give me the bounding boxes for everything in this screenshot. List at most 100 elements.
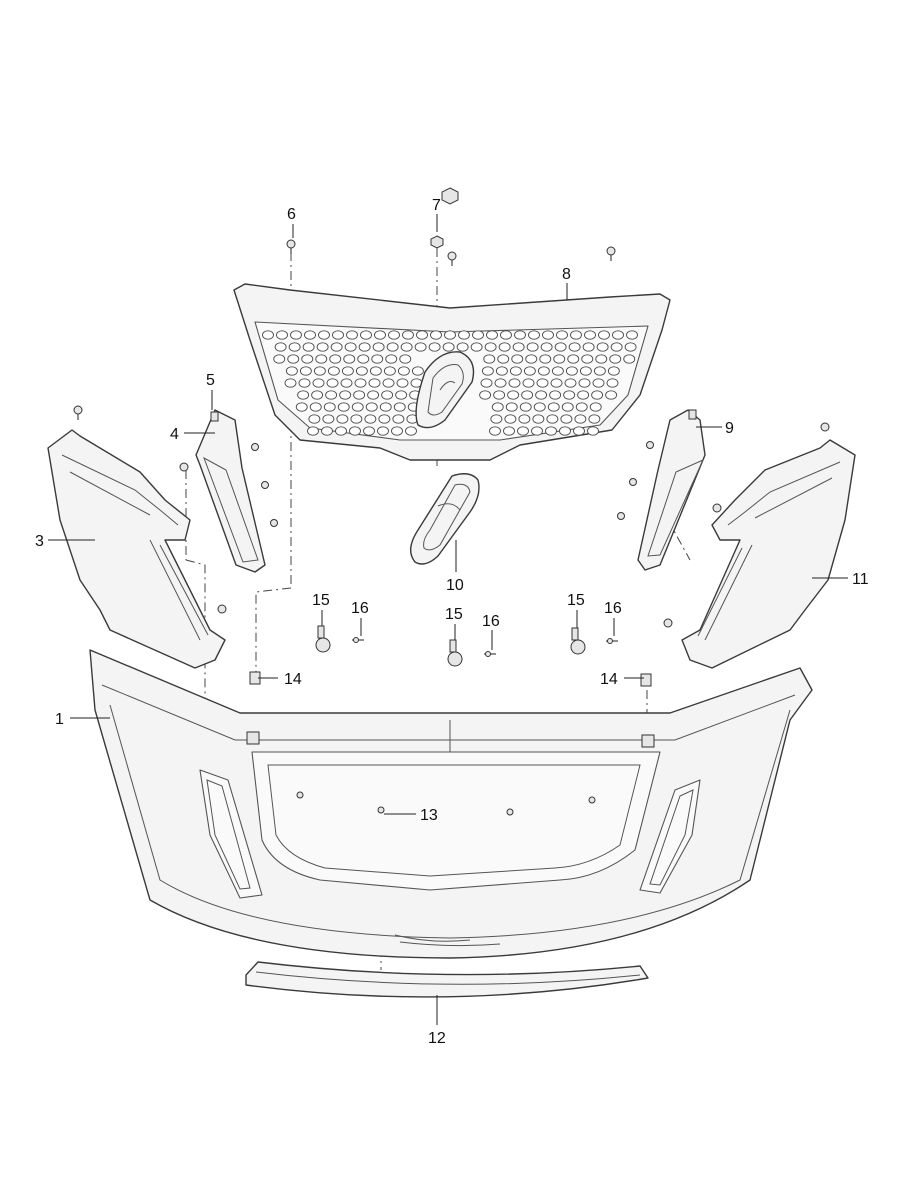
screw-icon <box>179 462 189 472</box>
callout-labels: 1 3 4 5 6 7 8 9 10 11 12 13 14 14 15 15 … <box>35 197 869 1047</box>
grille-cell <box>284 378 297 388</box>
grille-cell <box>309 402 322 412</box>
grille-cell <box>559 426 571 436</box>
grille-cell <box>610 342 623 352</box>
callout-8: 8 <box>562 266 571 283</box>
right-fog-lamp-cover <box>637 409 706 571</box>
grille-cell <box>330 342 343 352</box>
grille-mesh <box>262 330 638 436</box>
clip-icon <box>688 409 697 420</box>
grille-cell <box>480 378 493 388</box>
grille-cell <box>507 390 520 400</box>
grille-cell <box>479 390 492 400</box>
grille-cell <box>316 342 329 352</box>
screw-icon <box>377 806 385 814</box>
grille-cell <box>357 354 370 364</box>
screw-icon <box>820 422 830 432</box>
grille-cell <box>528 330 540 340</box>
grille-cell <box>349 426 361 436</box>
callout-16-left: 16 <box>351 600 369 617</box>
callout-12: 12 <box>428 1030 446 1047</box>
grille-cell <box>351 402 364 412</box>
grille-cell <box>512 342 525 352</box>
screw-icon <box>217 604 227 614</box>
grille-cell <box>430 330 442 340</box>
grille-cell <box>517 426 529 436</box>
grille-cell <box>336 414 349 424</box>
grille-cell <box>392 414 405 424</box>
grille-cell <box>551 366 564 376</box>
callout-14-left: 14 <box>284 671 302 688</box>
grille-cell <box>579 366 592 376</box>
grille-cell <box>391 426 403 436</box>
callout-16-center: 16 <box>482 613 500 630</box>
grille-cell <box>381 390 394 400</box>
grille-cell <box>564 378 577 388</box>
screw-icon <box>588 796 596 804</box>
grille-cell <box>533 402 546 412</box>
grille-cell <box>489 426 501 436</box>
grille-cell <box>378 414 391 424</box>
callout-13: 13 <box>420 807 438 824</box>
grille-cell <box>537 366 550 376</box>
screw-icon <box>663 618 673 628</box>
grille-cell <box>505 402 518 412</box>
grille-cell <box>302 342 315 352</box>
grille-cell <box>379 402 392 412</box>
grille-cell <box>553 354 566 364</box>
grille-cell <box>383 366 396 376</box>
grille-cell <box>374 330 386 340</box>
screw-icon <box>286 239 296 254</box>
grille-cell <box>386 342 399 352</box>
grille-cell <box>456 342 469 352</box>
grille-cell <box>360 330 372 340</box>
lower-trim-strip <box>245 961 649 998</box>
grille-cell <box>344 342 357 352</box>
grille-cell <box>518 414 531 424</box>
grille-cell <box>525 354 538 364</box>
grille-cell <box>578 378 591 388</box>
grille-cell <box>400 342 413 352</box>
screw-icon <box>73 405 83 420</box>
grille-cell <box>332 330 344 340</box>
grille-cell <box>329 354 342 364</box>
grille-cell <box>341 366 354 376</box>
grille-cell <box>339 390 352 400</box>
grille-cell <box>546 414 559 424</box>
grille-cell <box>346 330 358 340</box>
callout-15-right: 15 <box>567 592 585 609</box>
grille-cell <box>397 366 410 376</box>
callout-10: 10 <box>446 577 464 594</box>
grille-cell <box>568 342 581 352</box>
grille-cell <box>574 414 587 424</box>
grille-cell <box>402 330 414 340</box>
grille-cell <box>343 354 356 364</box>
grille-cell <box>290 330 302 340</box>
screw-icon <box>296 791 304 799</box>
grille-cell <box>304 330 316 340</box>
callout-9: 9 <box>725 420 734 437</box>
grille-cell <box>545 426 557 436</box>
grille-cell <box>444 330 456 340</box>
grille-cell <box>584 330 596 340</box>
grille-cell <box>508 378 521 388</box>
callout-5: 5 <box>206 372 215 389</box>
grille-cell <box>491 402 504 412</box>
grille-cell <box>326 378 339 388</box>
grille-cell <box>411 366 424 376</box>
grille-cell <box>554 342 567 352</box>
screw-icon <box>261 481 269 489</box>
grille-cell <box>377 426 389 436</box>
grille-cell <box>382 378 395 388</box>
grille-cell <box>483 354 496 364</box>
grille-cell <box>598 330 610 340</box>
grille-cell <box>563 390 576 400</box>
grille-cell <box>595 354 608 364</box>
screw-icon <box>270 519 278 527</box>
grille-cell <box>396 378 409 388</box>
right-headlamp-bracket <box>681 439 856 669</box>
grille-cell <box>535 390 548 400</box>
screw-icon <box>251 443 259 451</box>
grille-cell <box>367 390 380 400</box>
